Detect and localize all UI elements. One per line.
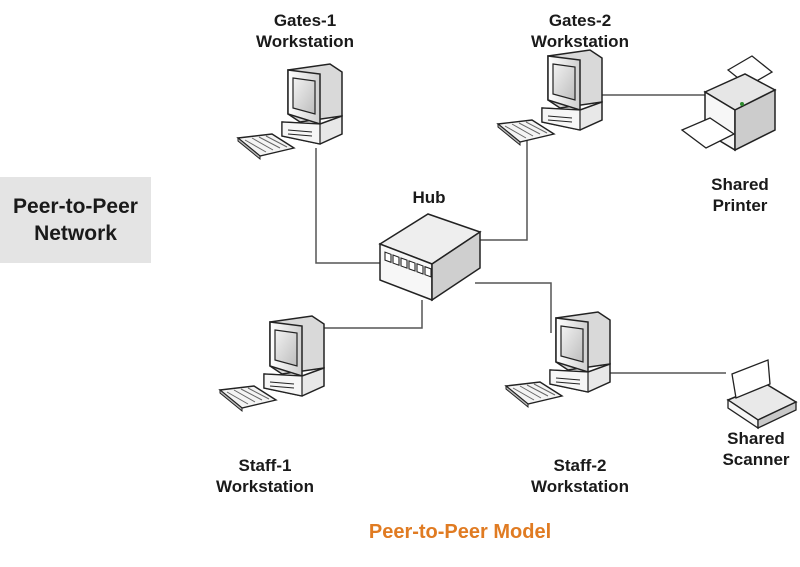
scanner-line2: Scanner [722, 450, 790, 469]
network-title-line1: Peer-to-Peer [13, 195, 138, 218]
hub-name: Hub [412, 188, 446, 207]
gates2-type: Workstation [531, 32, 629, 51]
network-title-box: Peer-to-Peer Network [0, 177, 151, 263]
link-gates1-hub [315, 148, 392, 264]
staff1-type: Workstation [216, 477, 314, 496]
printer-line1: Shared [711, 175, 769, 194]
gates2-name: Gates-2 [548, 11, 612, 30]
scanner-line1: Shared [727, 429, 785, 448]
gates1-type: Workstation [256, 32, 354, 51]
link-staff1-hub [317, 300, 423, 329]
staff2-workstation-icon [505, 311, 611, 408]
gates1-label: Gates-1 Workstation [240, 10, 370, 52]
staff1-name: Staff-1 [238, 456, 292, 475]
printer-label: Shared Printer [690, 174, 790, 216]
gates2-workstation-icon [497, 49, 603, 146]
link-hub-staff2 [475, 282, 552, 333]
printer-icon [680, 55, 777, 152]
gates2-label: Gates-2 Workstation [515, 10, 645, 52]
staff1-label: Staff-1 Workstation [200, 455, 330, 497]
network-title-line2: Network [34, 222, 117, 245]
staff2-type: Workstation [531, 477, 629, 496]
staff1-workstation-icon [219, 315, 325, 412]
printer-line2: Printer [712, 196, 768, 215]
scanner-icon [726, 359, 798, 430]
gates1-workstation-icon [237, 63, 343, 160]
gates1-name: Gates-1 [273, 11, 337, 30]
diagram-caption: Peer-to-Peer Model [368, 521, 552, 543]
staff2-name: Staff-2 [553, 456, 607, 475]
scanner-label: Shared Scanner [712, 428, 800, 470]
link-gates2-hub [475, 130, 528, 241]
hub-icon [378, 213, 482, 302]
hub-label: Hub [404, 187, 454, 208]
staff2-label: Staff-2 Workstation [515, 455, 645, 497]
